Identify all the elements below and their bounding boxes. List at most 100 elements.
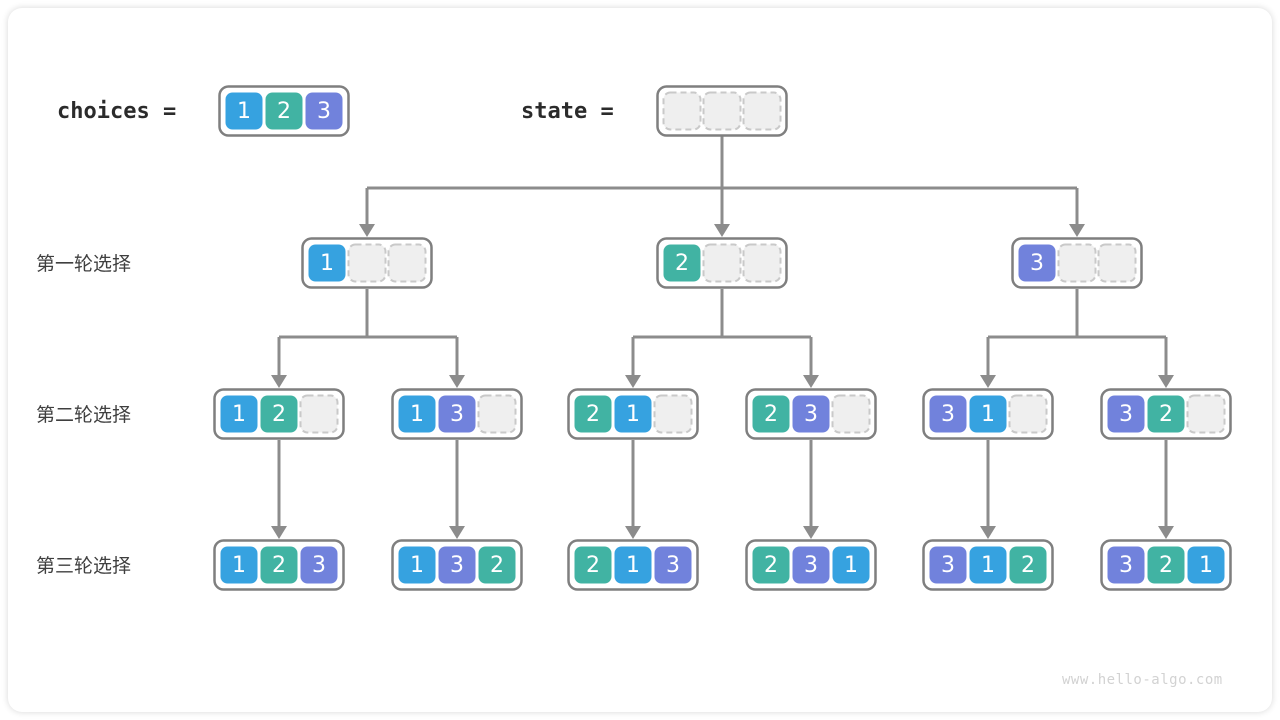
array-cell-filled	[929, 395, 967, 433]
array-cell-value: 3	[804, 402, 818, 427]
array-cell-value: 2	[586, 553, 600, 578]
array-cell-filled	[614, 395, 652, 433]
array-cell-value: 3	[450, 402, 464, 427]
array-cell-value: 1	[410, 402, 424, 427]
row-label-round3: 第三轮选择	[36, 555, 131, 577]
array-cell-filled	[969, 546, 1007, 584]
arrowhead-icon	[1158, 375, 1174, 388]
arrowhead-icon	[271, 375, 287, 388]
array-cell-value: 1	[844, 553, 858, 578]
array-cell-filled	[300, 546, 338, 584]
arrowhead-icon	[980, 526, 996, 539]
array-cell-value: 2	[764, 553, 778, 578]
array-cell-value: 3	[1119, 402, 1133, 427]
array-cell-value: 2	[1159, 402, 1173, 427]
state-array[interactable]	[656, 85, 788, 137]
array-cell-value: 2	[272, 402, 286, 427]
array-cell-value: 3	[317, 99, 331, 124]
array-cell-empty	[299, 394, 339, 434]
array-cell-empty	[742, 243, 782, 283]
array-cell-filled	[969, 395, 1007, 433]
node-231[interactable]: 2 3 1	[745, 539, 877, 591]
array-cell-filled	[478, 546, 516, 584]
array-cell-filled	[1187, 546, 1225, 584]
array-cell-value: 2	[277, 99, 291, 124]
array-cell-value: 3	[804, 553, 818, 578]
array-cell-filled	[574, 395, 612, 433]
array-cell-filled	[260, 546, 298, 584]
array-cell-value: 1	[237, 99, 251, 124]
array-cell-value: 3	[1119, 553, 1133, 578]
array-cell-value: 3	[312, 553, 326, 578]
array-cell-filled	[1018, 244, 1056, 282]
array-cell-value: 3	[941, 402, 955, 427]
array-cell-empty	[742, 91, 782, 131]
array-cell-value: 1	[626, 402, 640, 427]
array-cell-empty	[1008, 394, 1048, 434]
arrowhead-icon	[1069, 224, 1085, 237]
array-cell-filled	[929, 546, 967, 584]
array-cell-filled	[305, 92, 343, 130]
array-cell-value: 1	[320, 251, 334, 276]
array-cell-value: 1	[1199, 553, 1213, 578]
array-cell-filled	[438, 546, 476, 584]
array-cell-value: 2	[764, 402, 778, 427]
arrowhead-icon	[449, 526, 465, 539]
array-cell-filled	[398, 395, 436, 433]
array-cell-filled	[663, 244, 701, 282]
array-cell-empty	[1097, 243, 1137, 283]
array-cell-value: 2	[675, 251, 689, 276]
array-cell-value: 1	[232, 402, 246, 427]
watermark: www.hello-algo.com	[1062, 672, 1223, 688]
array-cell-value: 2	[490, 553, 504, 578]
array-cell-value: 2	[586, 402, 600, 427]
arrowhead-icon	[803, 526, 819, 539]
array-cell-filled	[225, 92, 263, 130]
array-cell-empty	[1057, 243, 1097, 283]
array-cell-filled	[260, 395, 298, 433]
array-cell-empty	[1186, 394, 1226, 434]
array-cell-value: 1	[981, 402, 995, 427]
array-cell-filled	[265, 92, 303, 130]
array-cell-empty	[662, 91, 702, 131]
array-cell-filled	[654, 546, 692, 584]
arrowhead-icon	[1158, 526, 1174, 539]
array-cell-empty	[347, 243, 387, 283]
array-cell-filled	[574, 546, 612, 584]
array-cell-empty	[387, 243, 427, 283]
node-2[interactable]: 2	[656, 237, 788, 289]
array-cell-filled	[752, 395, 790, 433]
array-cell-value: 2	[1021, 553, 1035, 578]
array-cell-value: 2	[272, 553, 286, 578]
array-cell-filled	[792, 546, 830, 584]
array-cell-empty	[702, 243, 742, 283]
node-3[interactable]: 3	[1011, 237, 1143, 289]
array-cell-filled	[752, 546, 790, 584]
array-cell-filled	[220, 546, 258, 584]
arrowhead-icon	[714, 224, 730, 237]
array-cell-filled	[1107, 395, 1145, 433]
choices-array[interactable]: 1 2 3	[218, 85, 350, 137]
array-cell-value: 3	[941, 553, 955, 578]
node-1[interactable]: 1	[301, 237, 433, 289]
array-cell-empty	[702, 91, 742, 131]
row-label-round2: 第二轮选择	[36, 404, 131, 426]
choices-label: choices =	[57, 99, 176, 124]
array-cell-filled	[1107, 546, 1145, 584]
array-cell-value: 3	[1030, 251, 1044, 276]
arrowhead-icon	[449, 375, 465, 388]
array-cell-value: 1	[410, 553, 424, 578]
array-cell-empty	[831, 394, 871, 434]
